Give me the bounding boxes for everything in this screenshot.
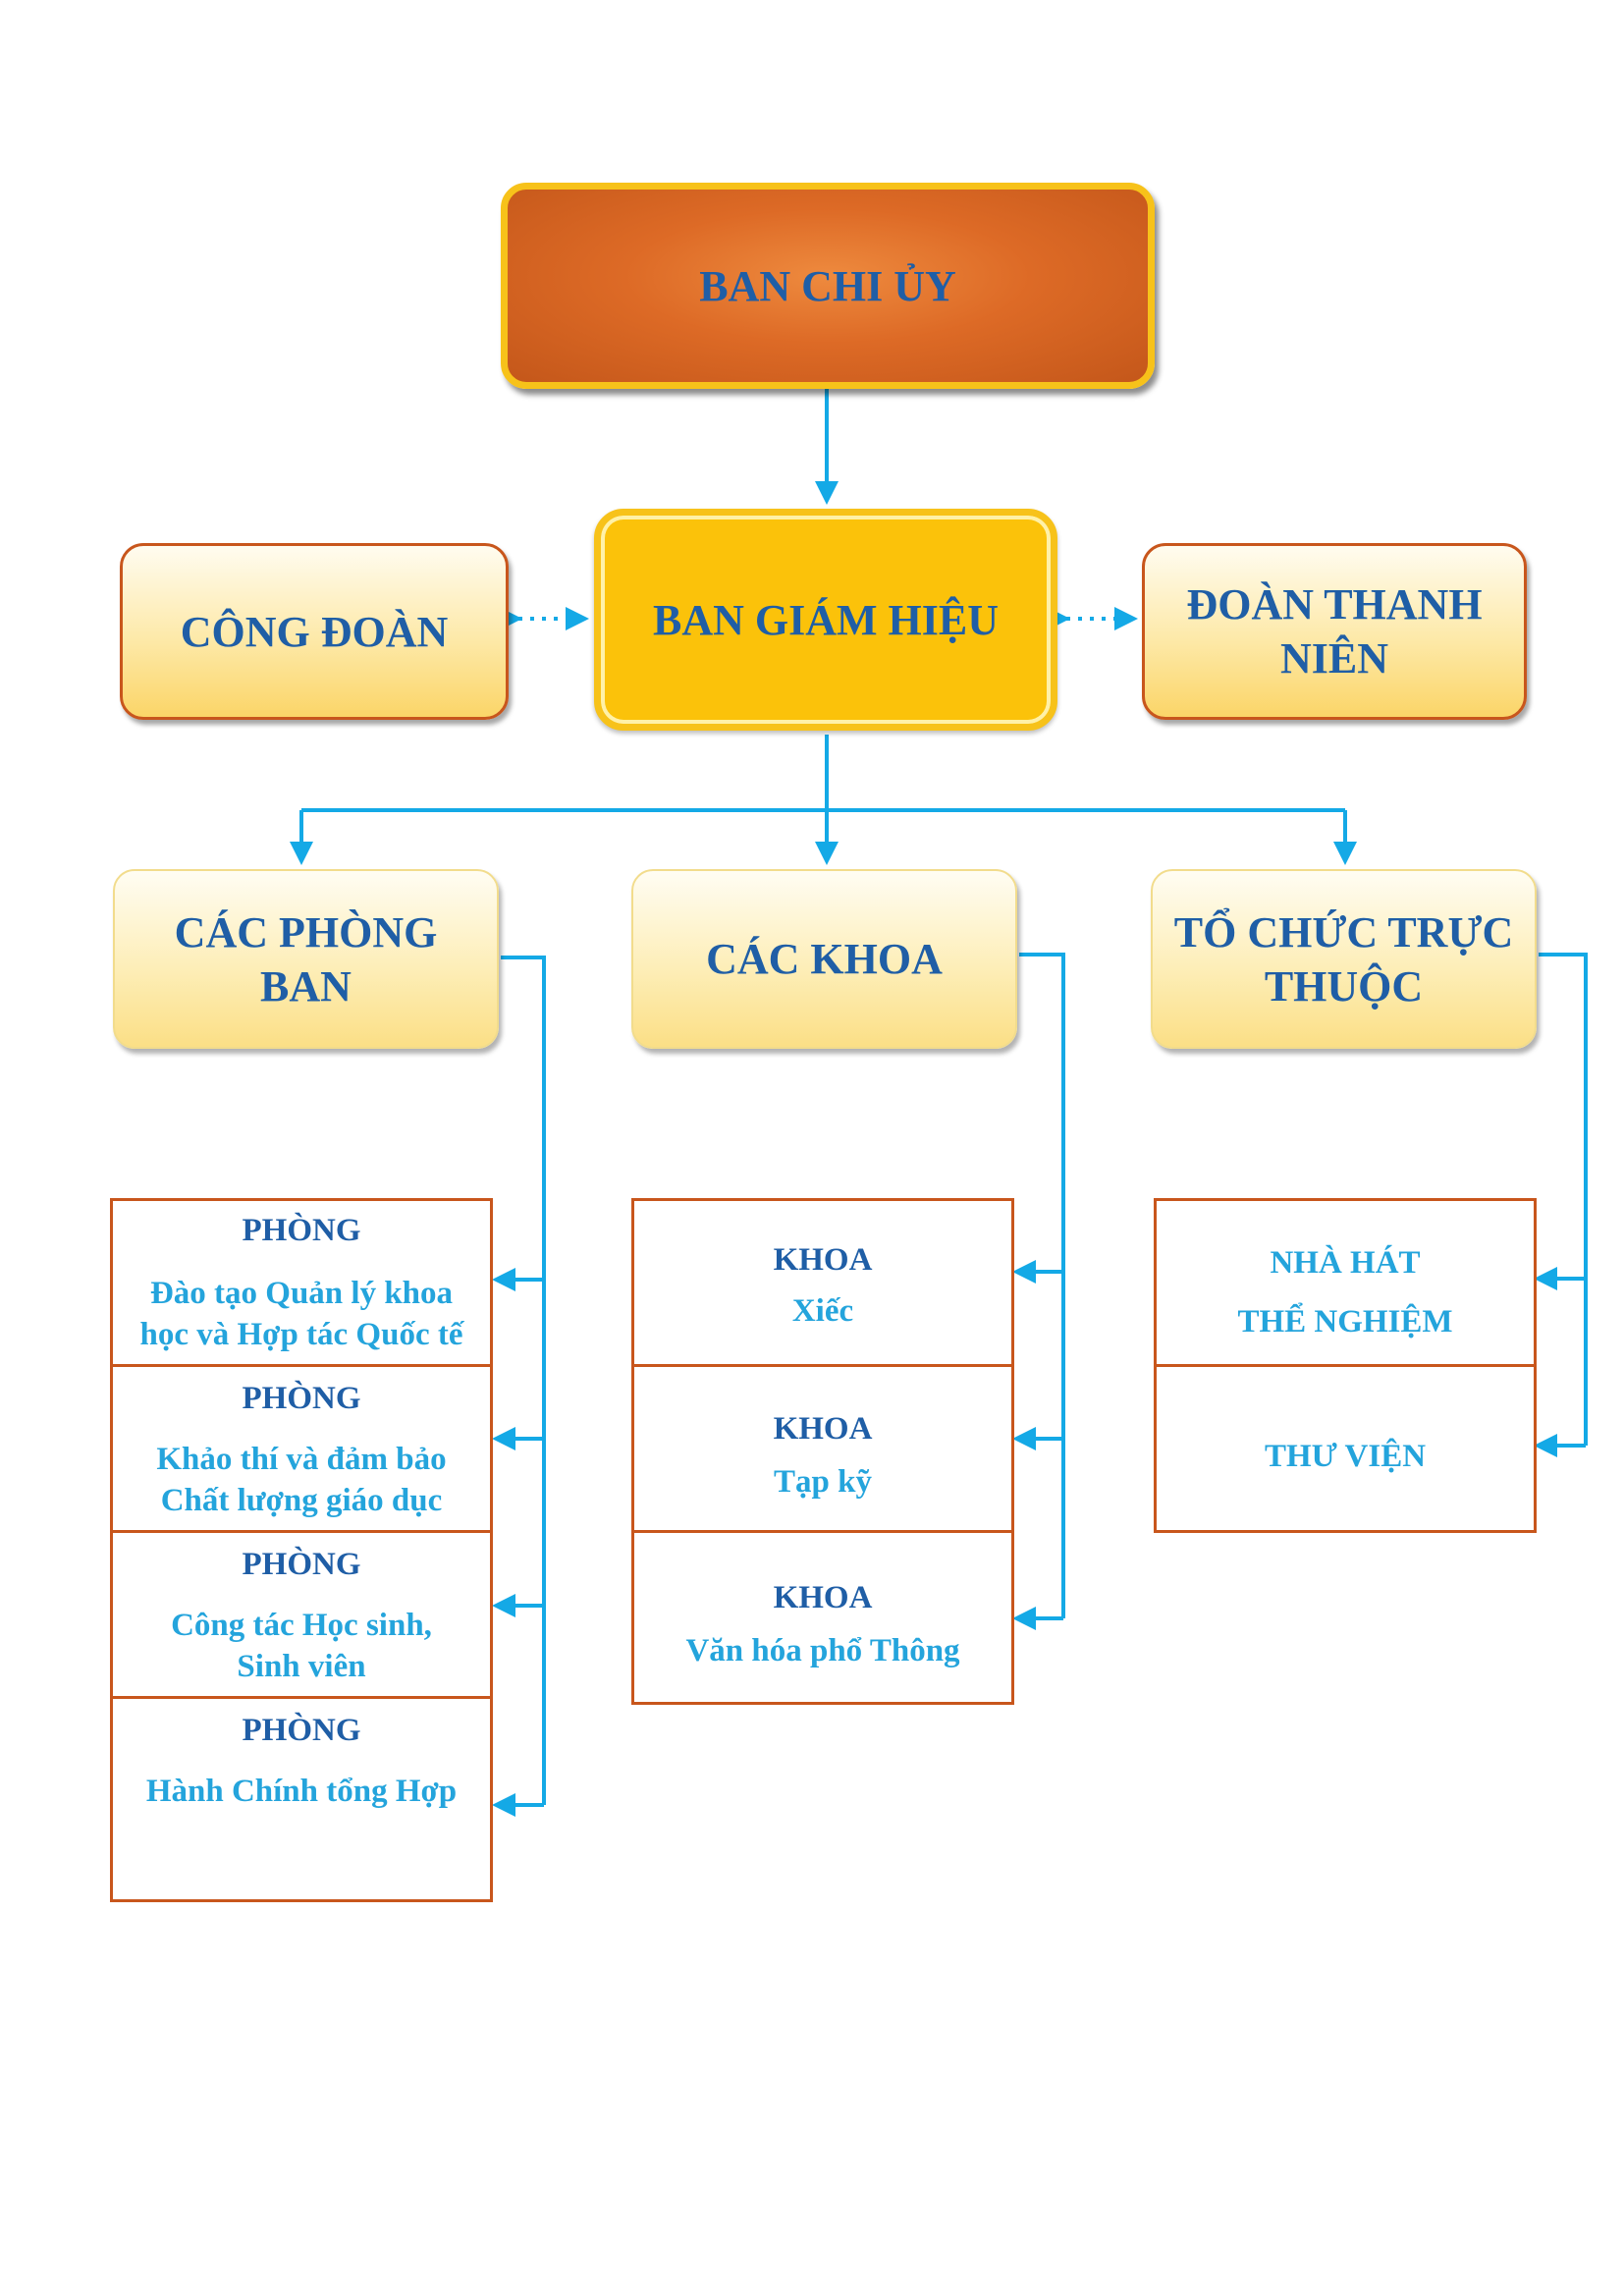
to-chuc-name-line1: NHÀ HÁT [1270,1245,1421,1281]
phong-name-line2: Sinh viên [237,1649,366,1685]
phong-title: PHÒNG [242,1381,361,1416]
ban-chi-uy-label: BAN CHI ỦY [699,261,956,310]
cac-phong-ban-line2: BAN [260,961,352,1011]
to-chuc-line1: TỔ CHỨC TRỰC [1173,907,1514,957]
cac-khoa-box: CÁC KHOA [631,869,1017,1049]
to-chuc-name-line2: THỂ NGHIỆM [1237,1304,1453,1340]
phong-title: PHÒNG [242,1213,361,1248]
ban-giam-hieu-label: BAN GIÁM HIỆU [652,595,1000,644]
phong-item: PHÒNG Công tác Học sinh, Sinh viên [110,1530,493,1699]
to-chuc-truc-thuoc-box: TỔ CHỨC TRỰC THUỘC [1151,869,1537,1049]
cong-doan-label: CÔNG ĐOÀN [180,607,449,656]
ban-giam-hieu-box: BAN GIÁM HIỆU [594,509,1057,731]
phongban-bracket [501,956,546,1805]
phong-name-line1: Hành Chính tổng Hợp [145,1774,458,1809]
to-chuc-name-line1: THƯ VIỆN [1264,1439,1427,1474]
khoa-item: KHOA Xiếc [631,1198,1014,1367]
phong-title: PHÒNG [242,1547,361,1582]
khoa-item: KHOA Văn hóa phổ Thông [631,1530,1014,1705]
phong-name-line2: học và Hợp tác Quốc tế [139,1317,463,1353]
phong-item: PHÒNG Hành Chính tổng Hợp [110,1696,493,1902]
phong-name-line1: Đào tạo Quản lý khoa [149,1276,454,1311]
khoa-bracket [1019,953,1065,1618]
cong-doan-box: CÔNG ĐOÀN [120,543,509,720]
khoa-name: Xiếc [791,1293,854,1329]
phong-name-line2: Chất lượng giáo dục [160,1483,443,1519]
doan-thanh-nien-line1: ĐOÀN THANH [1186,580,1483,629]
khoa-title: KHOA [773,1411,873,1447]
cac-phong-ban-box: CÁC PHÒNG BAN [113,869,499,1049]
phong-item: PHÒNG Khảo thí và đảm bảo Chất lượng giá… [110,1364,493,1533]
phong-name-line1: Khảo thí và đảm bảo [156,1442,447,1477]
to-chuc-item: THƯ VIỆN [1154,1364,1537,1533]
khoa-name: Tạp kỹ [774,1464,872,1500]
phong-title: PHÒNG [242,1713,361,1748]
doan-thanh-nien-box: ĐOÀN THANH NIÊN [1142,543,1527,720]
phong-item: PHÒNG Đào tạo Quản lý khoa học và Hợp tá… [110,1198,493,1367]
khoa-item: KHOA Tạp kỹ [631,1364,1014,1533]
cac-khoa-label: CÁC KHOA [706,935,943,983]
cac-phong-ban-line1: CÁC PHÒNG [174,907,438,957]
to-chuc-line2: THUỘC [1264,961,1424,1011]
khoa-name: Văn hóa phổ Thông [685,1633,960,1668]
tochuc-bracket [1539,953,1588,1446]
phong-name-line1: Công tác Học sinh, [171,1608,432,1643]
khoa-title: KHOA [773,1580,873,1615]
to-chuc-item: NHÀ HÁT THỂ NGHIỆM [1154,1198,1537,1367]
khoa-title: KHOA [773,1242,873,1278]
doan-thanh-nien-line2: NIÊN [1279,634,1389,683]
ban-chi-uy-box: BAN CHI ỦY [501,183,1155,389]
